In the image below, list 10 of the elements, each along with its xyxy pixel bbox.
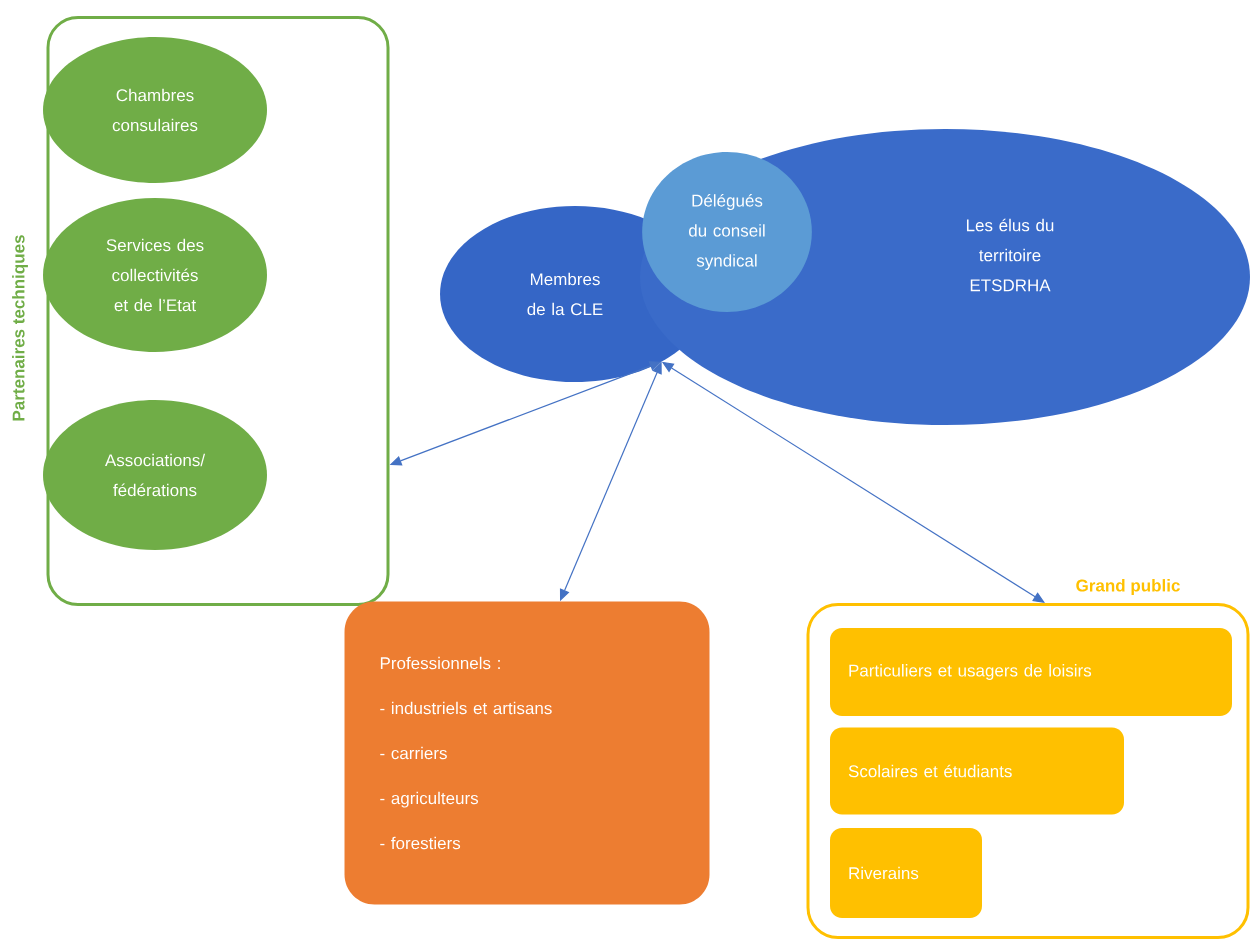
rounded-box: Riverains (830, 828, 982, 918)
group-heading: Grand public (1076, 579, 1180, 595)
ellipse-node: Chambres consulaires (43, 37, 267, 183)
ellipse-node: Délégués du conseil syndical (642, 152, 812, 312)
ellipse-node: Services des collectivités et de l’Etat (43, 198, 267, 352)
rounded-box: Professionnels : - industriels et artisans - carriers - agriculteurs - forestiers (344, 601, 710, 905)
rounded-box: Particuliers et usagers de loisirs (830, 628, 1232, 716)
rounded-box: Scolaires et étudiants (830, 727, 1124, 815)
group-heading: Partenaires techniques (12, 235, 28, 421)
ellipse-node: Associations/ fédérations (43, 400, 267, 550)
